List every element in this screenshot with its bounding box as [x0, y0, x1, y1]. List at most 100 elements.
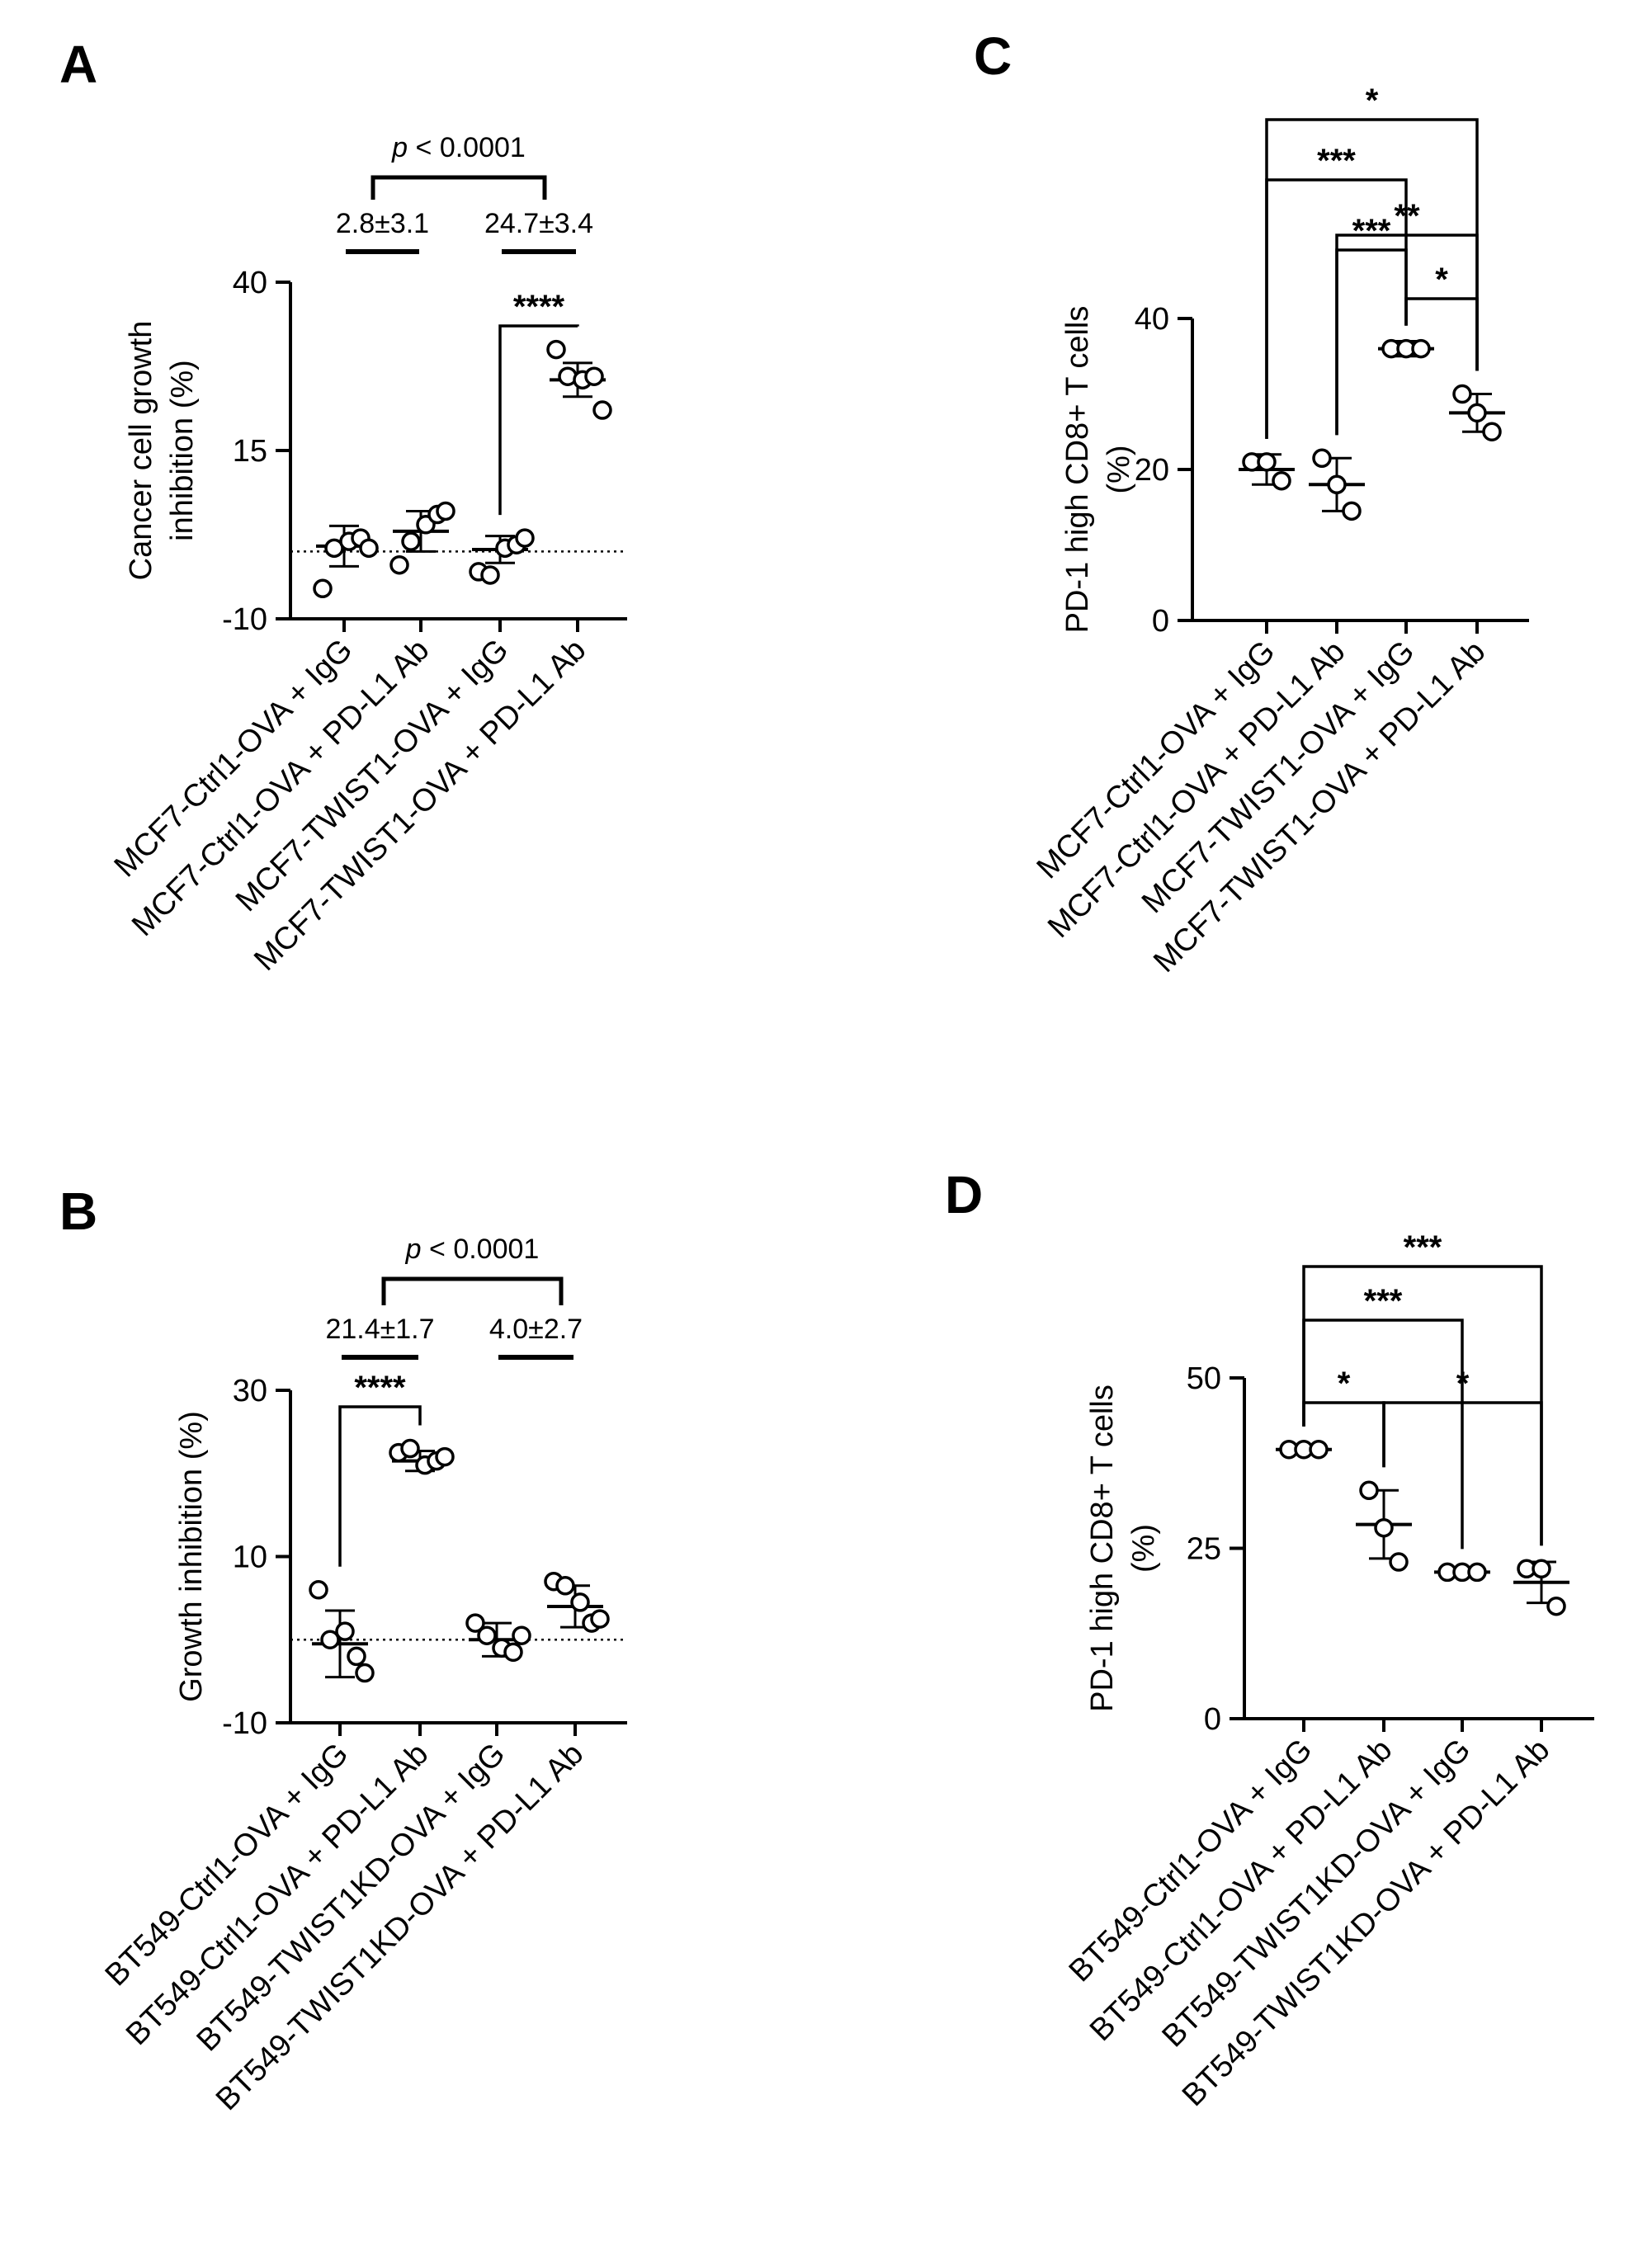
- data-point: [436, 501, 455, 521]
- significance-stars: ***: [1364, 1283, 1403, 1319]
- data-point: [1411, 338, 1431, 359]
- p-value-text: < 0.0001: [422, 1234, 540, 1265]
- significance-bracket: *: [1265, 83, 1479, 439]
- data-point: [1309, 1439, 1329, 1460]
- y-tick-label: 40: [233, 266, 267, 300]
- y-axis-title-line: Cancer cell growth: [124, 321, 158, 581]
- panel-letter: B: [59, 1182, 97, 1241]
- data-point: [465, 1613, 485, 1633]
- data-group: [1513, 1559, 1569, 1616]
- y-axis-title-line: inhibition (%): [165, 360, 200, 541]
- data-point: [313, 578, 333, 599]
- p-value-label: p < 0.0001: [405, 1234, 540, 1265]
- significance-stars: ***: [1317, 143, 1356, 179]
- p-value-bracket: p < 0.0001: [371, 132, 547, 200]
- y-tick-label: 10: [233, 1540, 267, 1575]
- y-axis-title-line: PD-1 high CD8+ T cells: [1085, 1385, 1120, 1712]
- data-point: [347, 1646, 366, 1667]
- data-point: [335, 1621, 355, 1641]
- y-axis-title-line: (%): [1102, 445, 1136, 493]
- data-group: [1309, 448, 1365, 521]
- y-tick-label: 40: [1135, 302, 1169, 337]
- data-point: [584, 366, 604, 386]
- bracket-line: [1265, 118, 1479, 439]
- data-group: [546, 339, 612, 420]
- y-axis-title-line: (%): [1126, 1524, 1161, 1573]
- data-point: [1452, 384, 1472, 404]
- data-point: [309, 1580, 328, 1600]
- data-group: [1356, 1480, 1412, 1572]
- p-value-bracket: p < 0.0001: [381, 1234, 564, 1305]
- y-tick-label: 20: [1135, 453, 1169, 488]
- significance-stars: ***: [1404, 1229, 1442, 1266]
- panel-letter: C: [974, 26, 1012, 86]
- data-group: [465, 1613, 531, 1663]
- data-point: [546, 339, 566, 360]
- data-group: [1434, 1562, 1490, 1583]
- data-point: [590, 1609, 610, 1629]
- p-value-symbol: p: [405, 1234, 422, 1265]
- significance-bracket: ****: [498, 289, 579, 516]
- data-point: [1389, 1552, 1409, 1572]
- data-point: [359, 538, 379, 559]
- data-group: [309, 1580, 375, 1683]
- y-tick-label: 50: [1187, 1361, 1221, 1396]
- group-difference-label: 2.8±3.1: [336, 208, 429, 239]
- data-point: [1546, 1596, 1566, 1616]
- data-group: [469, 528, 535, 585]
- data-point: [435, 1446, 455, 1467]
- data-group: [389, 1438, 455, 1475]
- data-point: [1342, 501, 1362, 521]
- data-group: [313, 524, 379, 599]
- significance-stars: ***: [1352, 213, 1391, 249]
- data-group: [1239, 452, 1295, 491]
- significance-stars: ****: [513, 289, 565, 325]
- bracket-line: [1302, 1265, 1543, 1546]
- p-value-label: p < 0.0001: [391, 132, 526, 163]
- data-point: [400, 1438, 420, 1459]
- data-point: [1532, 1559, 1551, 1579]
- y-tick-label: 25: [1187, 1532, 1221, 1567]
- y-tick-label: -10: [222, 602, 267, 637]
- data-point: [401, 531, 421, 551]
- y-axis-title: Growth inhibition (%): [174, 1411, 209, 1702]
- p-value-bracket-line: [381, 1276, 564, 1305]
- data-point: [515, 528, 535, 548]
- y-axis-title-line: PD-1 high CD8+ T cells: [1060, 306, 1095, 634]
- p-value-text: < 0.0001: [408, 132, 526, 163]
- group-difference-label: 24.7±3.4: [484, 208, 593, 239]
- significance-bracket: ****: [338, 1370, 422, 1567]
- data-point: [477, 1625, 497, 1645]
- data-group: [1449, 384, 1505, 441]
- data-group: [389, 501, 455, 575]
- y-tick-label: 0: [1204, 1702, 1221, 1737]
- data-point: [1312, 448, 1332, 469]
- p-value-bracket-line: [371, 175, 547, 200]
- y-tick-label: 0: [1152, 604, 1169, 639]
- data-point: [389, 554, 409, 575]
- data-point: [1374, 1517, 1394, 1538]
- p-value-symbol: p: [391, 132, 408, 163]
- data-point: [1327, 474, 1347, 495]
- y-tick-label: 30: [233, 1374, 267, 1408]
- y-tick-label: -10: [222, 1706, 267, 1741]
- data-point: [503, 1642, 523, 1663]
- data-point: [555, 1576, 575, 1596]
- data-point: [1482, 422, 1502, 441]
- y-axis-title-line: Growth inhibition (%): [174, 1411, 209, 1702]
- panel-letter: A: [59, 35, 97, 94]
- data-group: [1276, 1439, 1332, 1460]
- data-group: [544, 1571, 610, 1633]
- data-point: [480, 565, 500, 585]
- data-point: [570, 1592, 590, 1612]
- bracket-line: [338, 1405, 422, 1567]
- panel-letter: D: [945, 1165, 983, 1224]
- data-point: [1272, 470, 1291, 491]
- data-point: [1467, 403, 1487, 423]
- significance-stars: *: [1366, 83, 1379, 119]
- data-point: [320, 1630, 340, 1649]
- significance-stars: ****: [354, 1370, 406, 1406]
